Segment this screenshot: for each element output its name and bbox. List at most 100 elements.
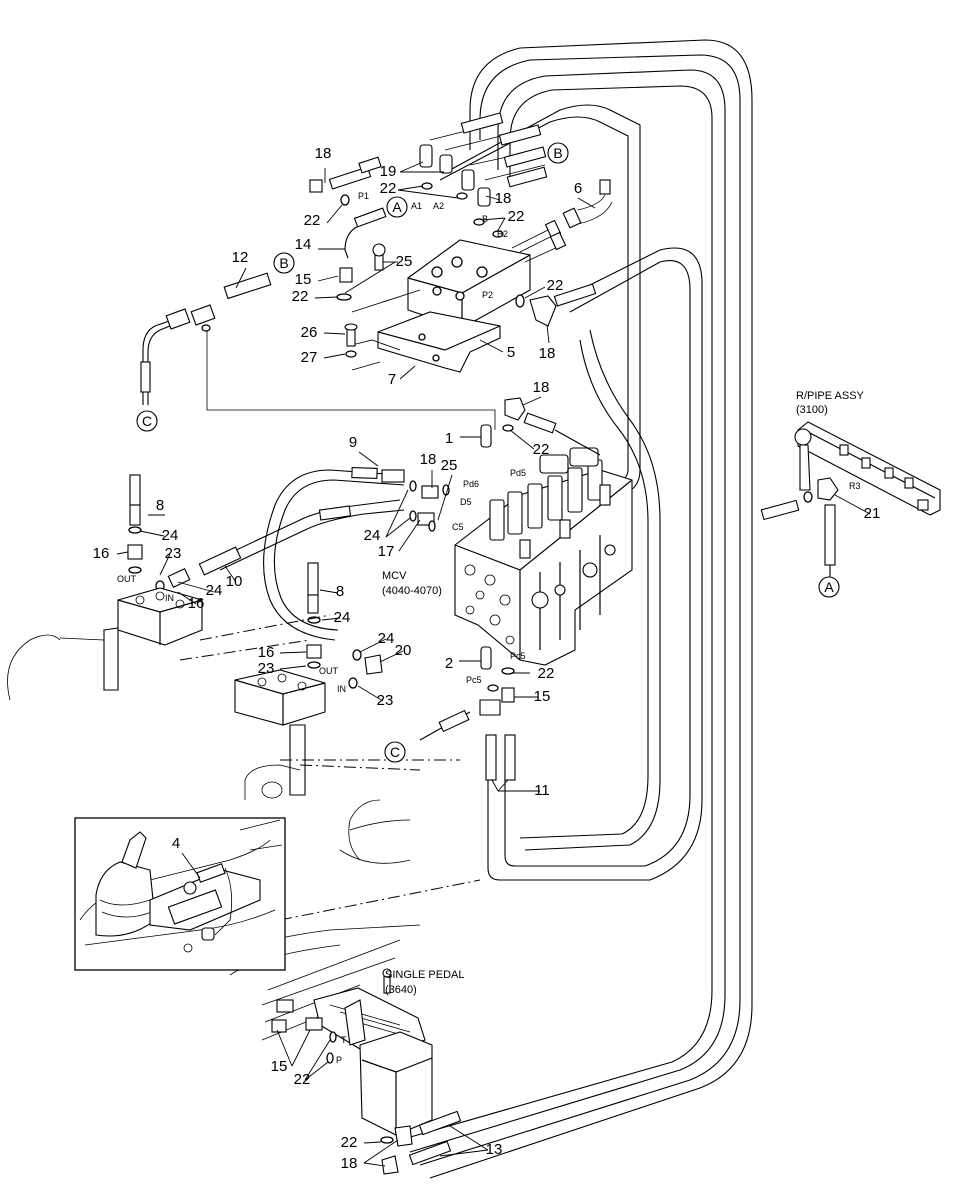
port-label-pc5: Pc5 bbox=[466, 675, 482, 685]
callout-24: 24 bbox=[364, 527, 381, 544]
callout-22: 22 bbox=[533, 441, 550, 458]
callout-5: 5 bbox=[507, 344, 515, 361]
single-pedal-assembly bbox=[261, 939, 462, 1175]
callout-22: 22 bbox=[292, 288, 309, 305]
callout-7: 7 bbox=[388, 371, 396, 388]
callout-22: 22 bbox=[547, 277, 564, 294]
callout-20: 20 bbox=[395, 642, 412, 659]
port-label-p1: P1 bbox=[358, 191, 369, 201]
r-pipe-assembly bbox=[760, 421, 941, 577]
callout-22: 22 bbox=[538, 665, 555, 682]
callout-11: 11 bbox=[534, 782, 550, 799]
callout-23: 23 bbox=[258, 660, 275, 677]
callout-18: 18 bbox=[420, 451, 437, 468]
rpipe-name-label: R/PIPE ASSY bbox=[796, 390, 865, 402]
callout-18: 18 bbox=[533, 379, 550, 396]
port-label-in: IN bbox=[337, 684, 346, 694]
hose-loop-bundle bbox=[399, 39, 753, 1179]
leader-lines bbox=[116, 161, 871, 1167]
connection-marker-letter: A bbox=[824, 579, 834, 595]
connection-marker-letter: A bbox=[392, 199, 402, 215]
port-label-in: IN bbox=[165, 593, 174, 603]
connection-marker-b: B bbox=[547, 142, 569, 164]
rcv-base-left bbox=[7, 474, 203, 701]
port-label-pd6: Pd6 bbox=[463, 479, 479, 489]
callout-1: 1 bbox=[445, 430, 453, 447]
port-label-p: P bbox=[336, 1055, 342, 1065]
callout-22: 22 bbox=[341, 1134, 358, 1151]
callout-10: 10 bbox=[226, 573, 243, 590]
connection-marker-a: A bbox=[818, 576, 840, 598]
callout-16: 16 bbox=[188, 595, 205, 612]
port-label-out: OUT bbox=[319, 666, 339, 676]
callout-24: 24 bbox=[162, 527, 179, 544]
callout-14: 14 bbox=[295, 236, 312, 253]
connection-marker-letter: C bbox=[142, 413, 152, 429]
port-label-p2: P2 bbox=[482, 290, 493, 300]
callout-22: 22 bbox=[508, 208, 525, 225]
cab-control-inset bbox=[74, 817, 286, 971]
port-label-r3: R3 bbox=[849, 481, 861, 491]
callout-17: 17 bbox=[378, 543, 395, 560]
pedal-code-label: (3640) bbox=[385, 984, 417, 996]
callout-8: 8 bbox=[336, 583, 344, 600]
callout-22: 22 bbox=[304, 212, 321, 229]
callout-9: 9 bbox=[349, 434, 357, 451]
connection-marker-a: A bbox=[386, 196, 408, 218]
mcv-code-label: (4040-4070) bbox=[382, 585, 442, 597]
port-label-d5: D5 bbox=[460, 497, 472, 507]
callout-21: 21 bbox=[864, 505, 881, 522]
connection-marker-b: B bbox=[273, 252, 295, 274]
callout-15: 15 bbox=[295, 271, 312, 288]
port-label-t: T bbox=[341, 1035, 347, 1045]
rpipe-code-label: (3100) bbox=[796, 404, 828, 416]
callout-24: 24 bbox=[378, 630, 395, 647]
port-label-a1: A1 bbox=[411, 201, 422, 211]
solenoid-valve-block bbox=[407, 179, 613, 329]
callout-25: 25 bbox=[441, 457, 458, 474]
callout-23: 23 bbox=[165, 545, 182, 562]
callout-18: 18 bbox=[341, 1155, 358, 1172]
main-control-valve bbox=[454, 447, 633, 666]
callout-23: 23 bbox=[377, 692, 394, 709]
callout-18: 18 bbox=[539, 345, 556, 362]
callout-2: 2 bbox=[445, 655, 453, 672]
callout-15: 15 bbox=[271, 1058, 288, 1075]
connection-marker-c: C bbox=[384, 741, 406, 763]
rcv-base-right bbox=[234, 562, 383, 796]
callout-13: 13 bbox=[486, 1141, 503, 1158]
callout-27: 27 bbox=[301, 349, 318, 366]
port-label-a2: A2 bbox=[433, 201, 444, 211]
callout-6: 6 bbox=[574, 180, 582, 197]
callout-4: 4 bbox=[172, 835, 180, 852]
callout-16: 16 bbox=[93, 545, 110, 562]
port-label-c5: C5 bbox=[452, 522, 464, 532]
callout-18: 18 bbox=[495, 190, 512, 207]
mounting-bracket-plate bbox=[377, 311, 501, 373]
callout-12: 12 bbox=[232, 249, 249, 266]
port-label-out: OUT bbox=[117, 574, 137, 584]
callout-26: 26 bbox=[301, 324, 318, 341]
port-label-pd5: Pd5 bbox=[510, 468, 526, 478]
connection-marker-letter: C bbox=[390, 744, 400, 760]
hose-12-assembly bbox=[140, 272, 496, 430]
mcv-fittings bbox=[409, 397, 601, 781]
callout-22: 22 bbox=[380, 180, 397, 197]
callout-22: 22 bbox=[294, 1071, 311, 1088]
pedal-name-label: SINGLE PEDAL bbox=[385, 969, 464, 981]
connection-marker-letter: B bbox=[553, 145, 562, 161]
connection-markers: A B B C C A bbox=[136, 142, 840, 763]
port-label-pc5: Pc5 bbox=[510, 651, 526, 661]
port-label-b2: B2 bbox=[497, 229, 508, 239]
callout-24: 24 bbox=[334, 609, 351, 626]
callout-8: 8 bbox=[156, 497, 164, 514]
connection-marker-c: C bbox=[136, 410, 158, 432]
callout-25: 25 bbox=[396, 253, 413, 270]
callout-16: 16 bbox=[258, 644, 275, 661]
port-label-b: B bbox=[482, 214, 488, 224]
callout-18: 18 bbox=[315, 145, 332, 162]
callout-24: 24 bbox=[206, 582, 223, 599]
